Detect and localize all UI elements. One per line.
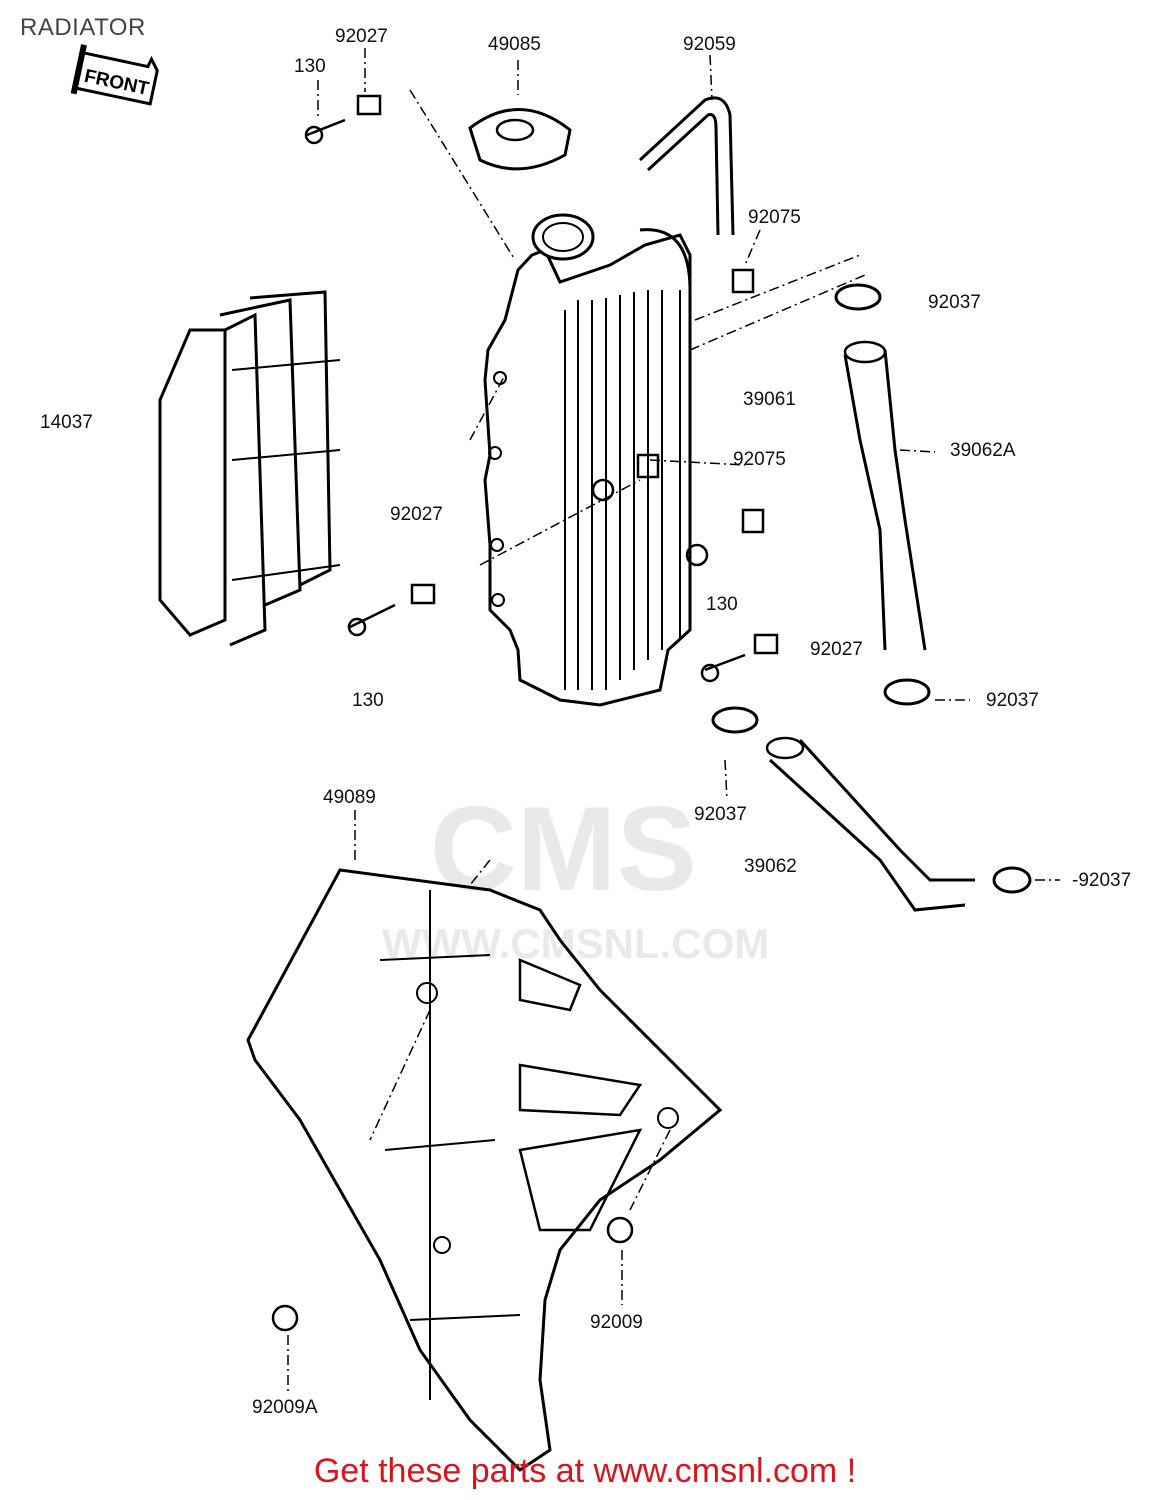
label-92027: 92027 bbox=[335, 26, 388, 47]
part-labels: 92027 130 49085 92059 92075 92037 14037 … bbox=[40, 26, 1131, 1418]
label-39062a: 39062A bbox=[950, 440, 1016, 461]
label-130: 130 bbox=[352, 690, 384, 711]
front-tag: FRONT bbox=[70, 44, 159, 106]
label-92059: 92059 bbox=[683, 34, 736, 55]
watermark: CMS WWW.CMSNL.COM bbox=[382, 782, 769, 967]
radiator bbox=[483, 213, 709, 707]
hoses bbox=[765, 340, 975, 912]
watermark-brand: CMS bbox=[430, 782, 697, 916]
radiator-grille bbox=[158, 290, 341, 647]
label-92027: 92027 bbox=[390, 504, 443, 525]
label-92037: -92037 bbox=[1072, 870, 1131, 891]
leader-lines bbox=[287, 48, 1060, 1392]
label-130: 130 bbox=[294, 56, 326, 77]
breather-hose bbox=[638, 96, 735, 236]
label-92009: 92009 bbox=[590, 1312, 643, 1333]
label-14037: 14037 bbox=[40, 412, 93, 433]
label-39061: 39061 bbox=[743, 389, 796, 410]
label-92037: 92037 bbox=[928, 292, 981, 313]
label-39062: 39062 bbox=[744, 856, 797, 877]
footer-link[interactable]: Get these parts at www.cmsnl.com ! bbox=[0, 1452, 1170, 1491]
fasteners bbox=[271, 94, 1032, 1332]
label-92075: 92075 bbox=[733, 449, 786, 470]
footer-link-text[interactable]: Get these parts at www.cmsnl.com ! bbox=[313, 1452, 857, 1490]
label-92075: 92075 bbox=[748, 207, 801, 228]
page-title: RADIATOR bbox=[20, 14, 146, 41]
label-49089: 49089 bbox=[323, 787, 376, 808]
radiator-shroud bbox=[246, 868, 723, 1472]
label-92009a: 92009A bbox=[252, 1397, 318, 1418]
label-92037: 92037 bbox=[986, 690, 1039, 711]
label-92027: 92027 bbox=[810, 639, 863, 660]
label-130: 130 bbox=[706, 594, 738, 615]
radiator-cap bbox=[468, 108, 572, 171]
label-49085: 49085 bbox=[488, 34, 541, 55]
label-92037: 92037 bbox=[694, 804, 747, 825]
